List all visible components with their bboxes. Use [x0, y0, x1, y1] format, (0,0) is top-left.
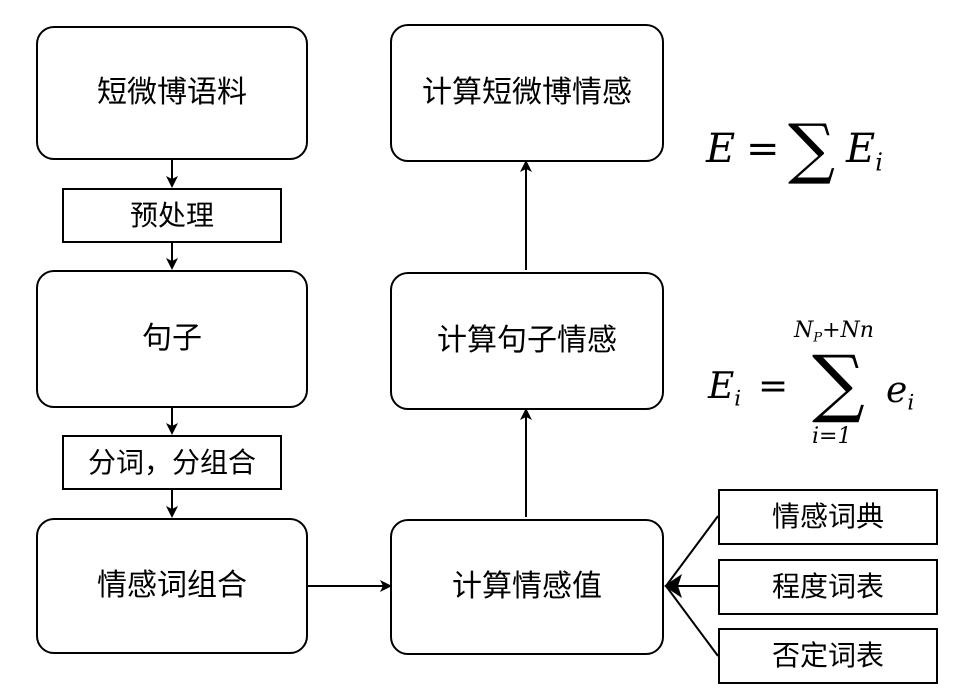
sentence-node: 句子 [36, 270, 308, 408]
formula-sentence-lhs: Ei [708, 366, 741, 412]
formula-sentence-upper: NP+Nn [794, 318, 874, 346]
compute-sentence-sentiment-node: 计算句子情感 [390, 272, 664, 410]
compute-value-label: 计算情感值 [452, 569, 602, 604]
converge-arrowhead [664, 574, 682, 598]
segment-label: 分词，分组合 [87, 445, 256, 479]
sentiment-dict-label: 情感词典 [771, 500, 884, 533]
compute-value-node: 计算情感值 [390, 519, 664, 655]
line-sentiment-dict [665, 515, 719, 587]
degree-dict-label: 程度词表 [771, 570, 884, 603]
formula-sentence-upper-rest: +Nn [822, 318, 874, 343]
line-negation-dict [665, 585, 719, 657]
formula-sentence-lower: i=1 [812, 424, 852, 449]
formula-total-sigma: ∑ [788, 110, 836, 187]
formula-sentence-term-base: e [886, 370, 908, 411]
formula-sentence-sigma: ∑ [812, 340, 865, 426]
preprocess-node: 预处理 [62, 188, 282, 243]
sentiment-dict-node: 情感词典 [718, 489, 938, 545]
formula-sentence-eq: = [758, 366, 789, 407]
segment-node: 分词，分组合 [62, 435, 282, 490]
compute-sentence-sentiment-label: 计算句子情感 [437, 323, 617, 358]
degree-dict-node: 程度词表 [718, 559, 938, 615]
formula-total-eq: = [746, 126, 780, 172]
negation-dict-node: 否定词表 [718, 628, 938, 684]
formula-sentence-lhs-base: E [708, 366, 735, 407]
formula-sentence-term-sub: i [907, 390, 915, 416]
negation-dict-label: 否定词表 [771, 639, 884, 672]
formula-sentence-upper-n: N [794, 318, 814, 343]
formula-total-term-base: E [846, 126, 876, 172]
formula-sentence-upper-sub: P [813, 330, 823, 346]
corpus-label: 短微博语料 [97, 75, 247, 110]
formula-sentence-lhs-sub: i [734, 386, 742, 412]
compute-weibo-sentiment-label: 计算短微博情感 [422, 75, 632, 110]
corpus-node: 短微博语料 [36, 26, 308, 160]
sentiment-word-combo-label: 情感词组合 [97, 568, 247, 603]
formula-sentence-term: ei [886, 370, 914, 416]
formula-total-lhs: E [706, 126, 736, 172]
formula-total-term-sub: i [875, 148, 883, 177]
preprocess-label: 预处理 [129, 198, 214, 232]
compute-weibo-sentiment-node: 计算短微博情感 [390, 24, 664, 162]
sentiment-word-combo-node: 情感词组合 [36, 518, 308, 654]
sentence-label: 句子 [142, 321, 202, 356]
formula-total-term: Ei [846, 126, 883, 176]
